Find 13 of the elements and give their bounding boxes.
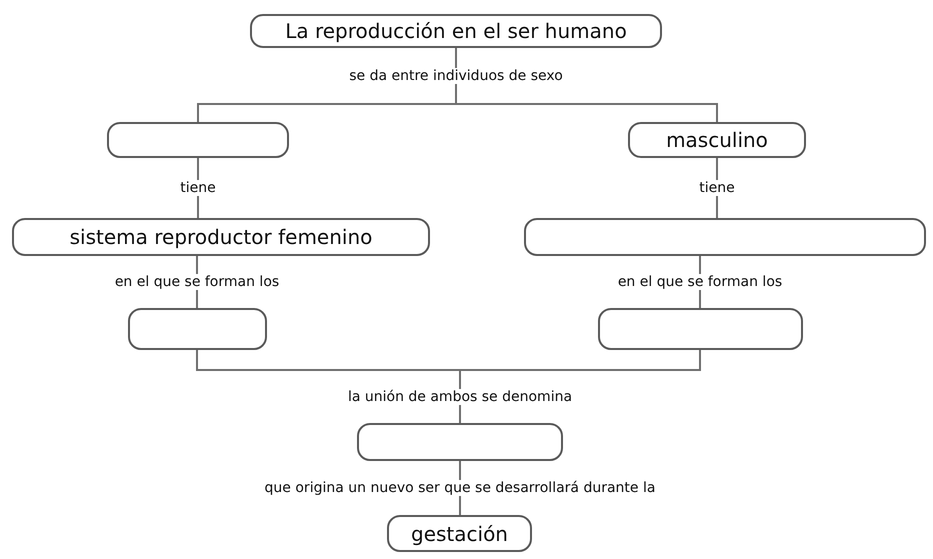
empty-box [107,122,289,158]
empty-box [524,218,926,256]
concept-text: masculino [666,128,768,152]
concept-text: La reproducción en el ser humano [285,19,627,43]
concept-text: gestación [411,522,508,546]
concept-box [387,515,532,552]
concept-box [628,122,806,158]
empty-box [598,308,803,350]
concept-text: sistema reproductor femenino [70,225,372,249]
concept-box [250,14,662,48]
concept-box [12,218,430,256]
empty-box [357,423,563,461]
empty-box [128,308,267,350]
